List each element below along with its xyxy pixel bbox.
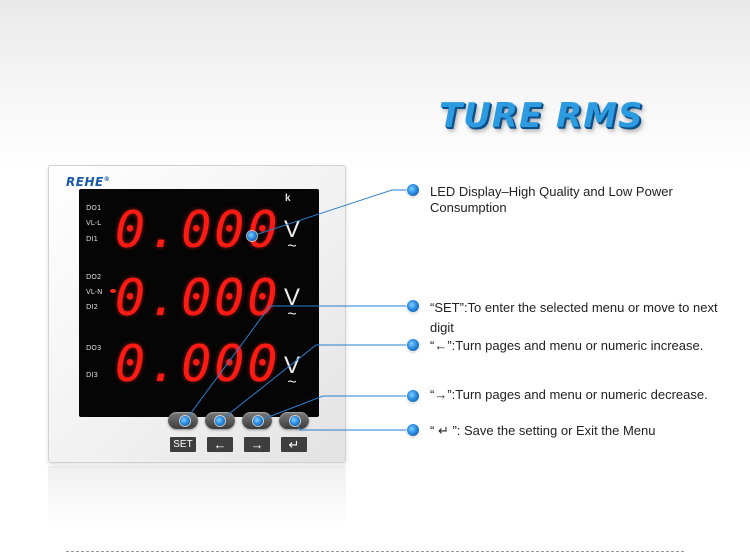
label-do1: DO1 — [86, 204, 102, 212]
unit-prefix: k — [285, 193, 291, 204]
callout-dot-1 — [407, 184, 419, 196]
label-di2: DI2 — [86, 303, 98, 311]
callout-left-key: “←”:Turn pages and menu or numeric incre… — [430, 338, 704, 353]
set-marker-dot — [180, 416, 190, 426]
meter-reflection — [48, 466, 346, 526]
label-do2: DO2 — [86, 273, 102, 281]
display-marker-dot — [247, 231, 257, 241]
ac-symbol: ~ — [287, 306, 297, 323]
headline: TURE RMS — [439, 96, 644, 136]
status-led — [110, 289, 116, 293]
power-meter: REHE® k DO1 VL-L DI1 0.000 V~ DO2 VL-N D… — [48, 165, 346, 463]
label-vll: VL-L — [86, 219, 101, 227]
callout-right-key: “→”:Turn pages and menu or numeric decre… — [430, 387, 708, 402]
callout-enter-key: “ ↵ ”: Save the setting or Exit the Menu — [430, 423, 656, 438]
ac-symbol: ~ — [287, 374, 297, 391]
unit-row-1: V~ — [279, 218, 305, 255]
readout-row-2: 0.000 — [115, 269, 281, 327]
label-di3: DI3 — [86, 371, 98, 379]
ac-symbol: ~ — [287, 238, 297, 255]
right-marker-dot — [253, 416, 263, 426]
readout-row-3: 0.000 — [115, 335, 281, 393]
left-arrow-icon: ← — [207, 437, 233, 452]
label-do3: DO3 — [86, 344, 102, 352]
callout-dot-4 — [407, 390, 419, 402]
callout-dot-3 — [407, 339, 419, 351]
callout-set-key: “SET”:To enter the selected menu or move… — [430, 300, 718, 335]
callout-dot-5 — [407, 424, 419, 436]
label-di1: DI1 — [86, 235, 98, 243]
enter-marker-dot — [290, 416, 300, 426]
unit-row-3: V~ — [279, 354, 305, 391]
callout-dot-2 — [407, 300, 419, 312]
label-vln: VL-N — [86, 288, 103, 296]
right-arrow-icon: → — [244, 437, 270, 452]
set-key-label: SET — [170, 437, 196, 452]
brand-logo: REHE® — [66, 175, 111, 189]
divider — [66, 551, 684, 552]
callout-led-display: LED Display–High Quality and Low Power C… — [430, 184, 673, 215]
unit-row-2: V~ — [279, 286, 305, 323]
left-marker-dot — [215, 416, 225, 426]
readout-row-1: 0.000 — [115, 201, 281, 259]
enter-icon: ↵ — [281, 437, 307, 452]
